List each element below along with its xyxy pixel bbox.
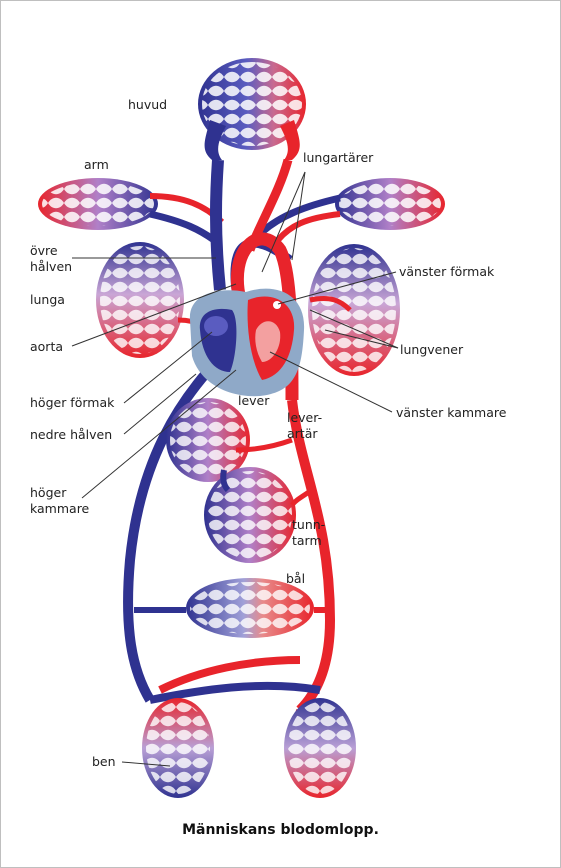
label-small-intestine-2: tarm bbox=[292, 533, 322, 548]
label-left-atrium: vänster förmak bbox=[399, 264, 495, 279]
leader-hoger-kammare bbox=[81, 369, 237, 499]
label-small-intestine-1: tunn- bbox=[292, 517, 326, 532]
label-aorta: aorta bbox=[30, 339, 64, 354]
right-lung-capillaries bbox=[308, 244, 400, 376]
intestine-artery bbox=[290, 487, 314, 507]
label-left-ventricle: vänster kammare bbox=[396, 405, 507, 420]
iliac-vein-cross bbox=[149, 681, 321, 704]
label-lung: lunga bbox=[30, 292, 65, 307]
label-pulmonary-veins: lungvener bbox=[400, 342, 464, 357]
label-head: huvud bbox=[128, 97, 168, 112]
hepatic-artery bbox=[235, 437, 293, 453]
inferior-vena-cava bbox=[123, 356, 222, 703]
leader-hoger-formak bbox=[123, 331, 213, 404]
leader-lungvener-a bbox=[309, 309, 399, 349]
heart bbox=[189, 288, 305, 397]
label-right-atrium: höger förmak bbox=[30, 395, 115, 410]
portal-vein bbox=[220, 469, 231, 493]
leader-aorta bbox=[71, 283, 237, 347]
left-arm-capillaries bbox=[38, 178, 158, 230]
descending-aorta bbox=[287, 399, 336, 714]
leader-vanster-formak bbox=[277, 271, 397, 305]
label-liver: lever bbox=[238, 393, 270, 408]
label-right-ventricle-2: kammare bbox=[30, 501, 90, 516]
figure-caption: Människans blodomlopp. bbox=[182, 822, 379, 838]
leader-lungvener-b bbox=[324, 329, 399, 349]
leader-lungartarer-a bbox=[261, 171, 306, 273]
arm-vein-left bbox=[149, 210, 217, 243]
label-superior-vena-cava-1: övre bbox=[30, 243, 58, 258]
leader-lines bbox=[71, 171, 399, 767]
liver-capillaries bbox=[166, 398, 250, 482]
head-capillaries bbox=[198, 58, 306, 160]
label-trunk: bål bbox=[286, 571, 306, 586]
intestine-capillaries bbox=[204, 467, 296, 563]
label-leg: ben bbox=[92, 754, 116, 769]
label-right-ventricle-1: höger bbox=[30, 485, 67, 500]
label-arm: arm bbox=[84, 157, 109, 172]
leader-ben bbox=[121, 761, 171, 767]
iliac-artery-cross bbox=[158, 656, 301, 694]
right-arm-capillaries bbox=[335, 178, 445, 230]
arm-vein-right bbox=[259, 194, 341, 235]
left-lung-capillaries bbox=[96, 242, 184, 358]
left-leg-capillaries bbox=[142, 698, 214, 798]
arm-artery-right bbox=[275, 211, 341, 243]
label-hepatic-artery-1: lever- bbox=[287, 410, 323, 425]
label-pulmonary-arteries: lungartärer bbox=[303, 150, 374, 165]
trunk-capillaries bbox=[186, 578, 314, 638]
label-hepatic-artery-2: artär bbox=[287, 426, 318, 441]
leader-vanster-kammare bbox=[269, 351, 393, 413]
pulmonary-vein-right bbox=[309, 295, 352, 312]
leader-nedre-halven bbox=[123, 373, 197, 435]
label-inferior-vena-cava: nedre hålven bbox=[30, 427, 113, 442]
right-leg-capillaries bbox=[284, 698, 356, 798]
label-superior-vena-cava-2: hålven bbox=[30, 259, 73, 274]
superior-vena-cava bbox=[210, 159, 226, 291]
leader-lungartarer-b bbox=[291, 171, 306, 261]
